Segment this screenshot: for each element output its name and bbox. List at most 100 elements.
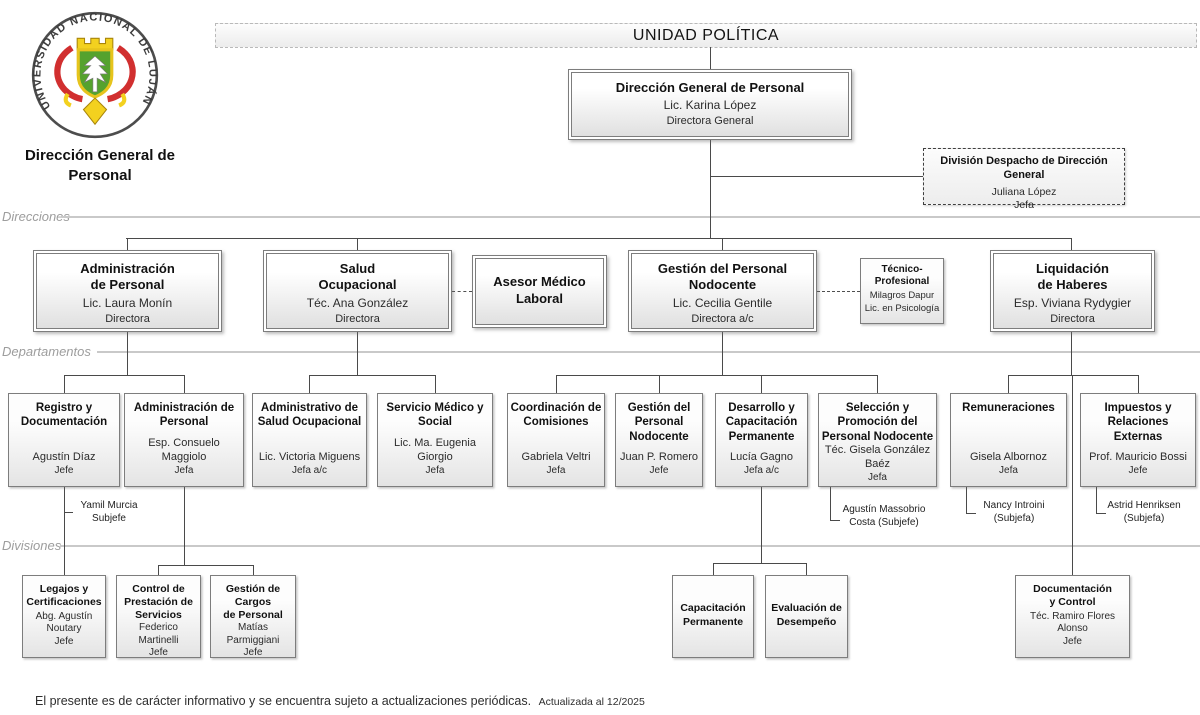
org-box-gestion-cargos: Gestión de Cargos de Personal Matías Par…	[210, 575, 296, 658]
box-role: Directora	[105, 312, 150, 325]
box-name: Téc. Gisela González Baéz	[824, 444, 931, 470]
box-title: Administración de Personal	[133, 402, 235, 429]
level-label-departamentos: Departamentos	[2, 344, 91, 359]
box-name: Federico Martinelli	[138, 622, 179, 646]
seal-crest	[54, 37, 136, 126]
box-name: Agustín Díaz	[32, 450, 96, 463]
box-name: Lic. Ma. Eugenia Giorgio	[394, 437, 476, 463]
box-name: Téc. Ramiro Flores Alonso	[1029, 610, 1115, 635]
connector-bus-grupo-c	[556, 375, 877, 376]
org-box-administracion-de-personal: Administración de Personal Lic. Laura Mo…	[33, 250, 222, 332]
box-title: Asesor Médico Laboral	[493, 274, 586, 306]
org-box-servicio-medico-social: Servicio Médico y Social Lic. Ma. Eugeni…	[377, 393, 493, 487]
connector-drop-adm-personal	[127, 238, 128, 250]
level-line-departamentos	[97, 351, 1200, 353]
level-label-direcciones: Direcciones	[2, 209, 70, 224]
connector-drop-registro	[64, 375, 65, 393]
box-name: Lic. Cecilia Gentile	[672, 295, 773, 310]
footer-updated: Actualizada al 12/2025	[538, 696, 645, 708]
box-role: Jefa	[546, 464, 566, 476]
box-title: Desarrollo y Capacitación Permanente	[725, 402, 798, 443]
connector-subjefe-henriksen	[1096, 487, 1106, 514]
org-box-liquidacion-haberes: Liquidación de Haberes Esp. Viviana Rydy…	[990, 250, 1155, 332]
org-box-coordinacion-comisiones: Coordinación de Comisiones Gabriela Velt…	[507, 393, 605, 487]
box-role: Directora	[1050, 312, 1095, 325]
box-title: Servicio Médico y Social	[386, 402, 484, 429]
org-box-impuestos-relaciones: Impuestos y Relaciones Externas Prof. Ma…	[1080, 393, 1196, 487]
org-box-direccion-general: Dirección General de Personal Lic. Karin…	[568, 69, 852, 140]
box-title: Administrativo de Salud Ocupacional	[257, 402, 362, 429]
box-title: Control de Prestación de Servicios	[124, 583, 193, 622]
box-title: División Despacho de Dirección General	[940, 155, 1108, 181]
connector-divbus-b	[713, 563, 806, 564]
org-box-dept-gestion-nodocente: Gestión del Personal Nodocente Juan P. R…	[615, 393, 703, 487]
org-box-asesor-medico: Asesor Médico Laboral	[472, 255, 607, 328]
box-role: Jefa	[425, 464, 445, 476]
connector-drop-salud	[357, 238, 358, 250]
box-title: Liquidación de Haberes	[1036, 261, 1109, 293]
box-role: Directora General	[666, 115, 754, 128]
box-title: Gestión del Personal Nodocente	[657, 261, 788, 293]
box-title: Evaluación de Desempeño	[771, 602, 842, 628]
box-name: Esp. Consuelo Maggiolo	[148, 437, 220, 463]
box-role: Lic. en Psicología	[864, 302, 940, 314]
org-box-capacitacion-permanente: Capacitación Permanente	[672, 575, 754, 658]
box-title: Documentación y Control	[1033, 583, 1112, 609]
connector-admpersonal-down	[127, 332, 128, 375]
box-role: Jefe	[149, 647, 168, 659]
connector-subjefe-yamil	[64, 512, 73, 513]
box-role: Jefe	[649, 464, 669, 476]
box-title: Gestión del Personal Nodocente	[627, 402, 691, 443]
box-name: Téc. Ana González	[306, 295, 409, 310]
connector-registro-legajos	[64, 487, 65, 575]
box-name: Juan P. Romero	[619, 450, 699, 463]
box-title: Remuneraciones	[962, 402, 1055, 414]
box-role: Jefe	[1128, 464, 1148, 476]
org-box-legajos-certificaciones: Legajos y Certificaciones Abg. Agustín N…	[22, 575, 106, 658]
box-role: Jefa	[1014, 198, 1034, 211]
chart-title: Dirección General de Personal	[24, 147, 176, 184]
box-title: Selección y Promoción del Personal Nodoc…	[821, 402, 934, 443]
box-name: Lic. Laura Monín	[82, 295, 173, 310]
connector-bus-grupo-a	[64, 375, 184, 376]
box-role: Jefe	[54, 464, 74, 476]
box-title: Impuestos y Relaciones Externas	[1104, 402, 1172, 443]
connector-drop-gestiondept	[659, 375, 660, 393]
connector-drop-liquidacion	[1071, 238, 1072, 250]
org-box-remuneraciones: Remuneraciones Gisela Albornoz Jefa	[950, 393, 1067, 487]
box-name: Milagros Dapur	[869, 290, 935, 301]
box-name: Lic. Victoria Miguens	[258, 450, 361, 463]
connector-drop-cargos	[253, 565, 254, 575]
footer-disclaimer: El presente es de carácter informativo y…	[35, 694, 645, 708]
connector-dashed-tecnico	[817, 291, 860, 292]
org-box-tecnico-profesional: Técnico- Profesional Milagros Dapur Lic.…	[860, 258, 944, 324]
box-name: Esp. Viviana Rydygier	[1013, 295, 1132, 310]
university-seal-logo: UNIVERSIDAD NACIONAL DE LUJÁN	[31, 11, 159, 139]
level-line-direcciones	[62, 216, 1200, 218]
box-role: Jefa	[868, 471, 887, 483]
box-title: Administración de Personal	[80, 261, 175, 293]
box-name: Lic. Karina López	[663, 98, 757, 113]
subjefe-note-massobrio: Agustín Massobrio Costa (Subjefe)	[842, 504, 926, 528]
connector-dashed-asesor	[452, 291, 472, 292]
connector-drop-control	[158, 565, 159, 575]
box-name: Abg. Agustín Noutary	[35, 610, 93, 635]
box-title: Dirección General de Personal	[615, 80, 805, 95]
box-title: Registro y Documentación	[20, 402, 108, 429]
connector-drop-admdept	[184, 375, 185, 393]
box-title: Capacitación Permanente	[680, 602, 746, 628]
org-box-dept-administracion-personal: Administración de Personal Esp. Consuelo…	[124, 393, 244, 487]
connector-drop-remuneraciones	[1008, 375, 1009, 393]
connector-subjefe-introini	[966, 487, 976, 514]
connector-drop-capacitacion	[713, 563, 714, 575]
connector-direcciones-bus	[126, 238, 1072, 239]
org-box-despacho: División Despacho de Dirección General J…	[923, 148, 1125, 211]
connector-admdept-divbus	[184, 487, 185, 565]
box-role: Jefe	[1063, 635, 1082, 647]
connector-bus-grupo-d	[1008, 375, 1138, 376]
connector-banner-root	[710, 47, 711, 69]
connector-drop-coordinacion	[556, 375, 557, 393]
box-role: Directora	[335, 312, 380, 325]
connector-root-despacho	[710, 176, 923, 177]
